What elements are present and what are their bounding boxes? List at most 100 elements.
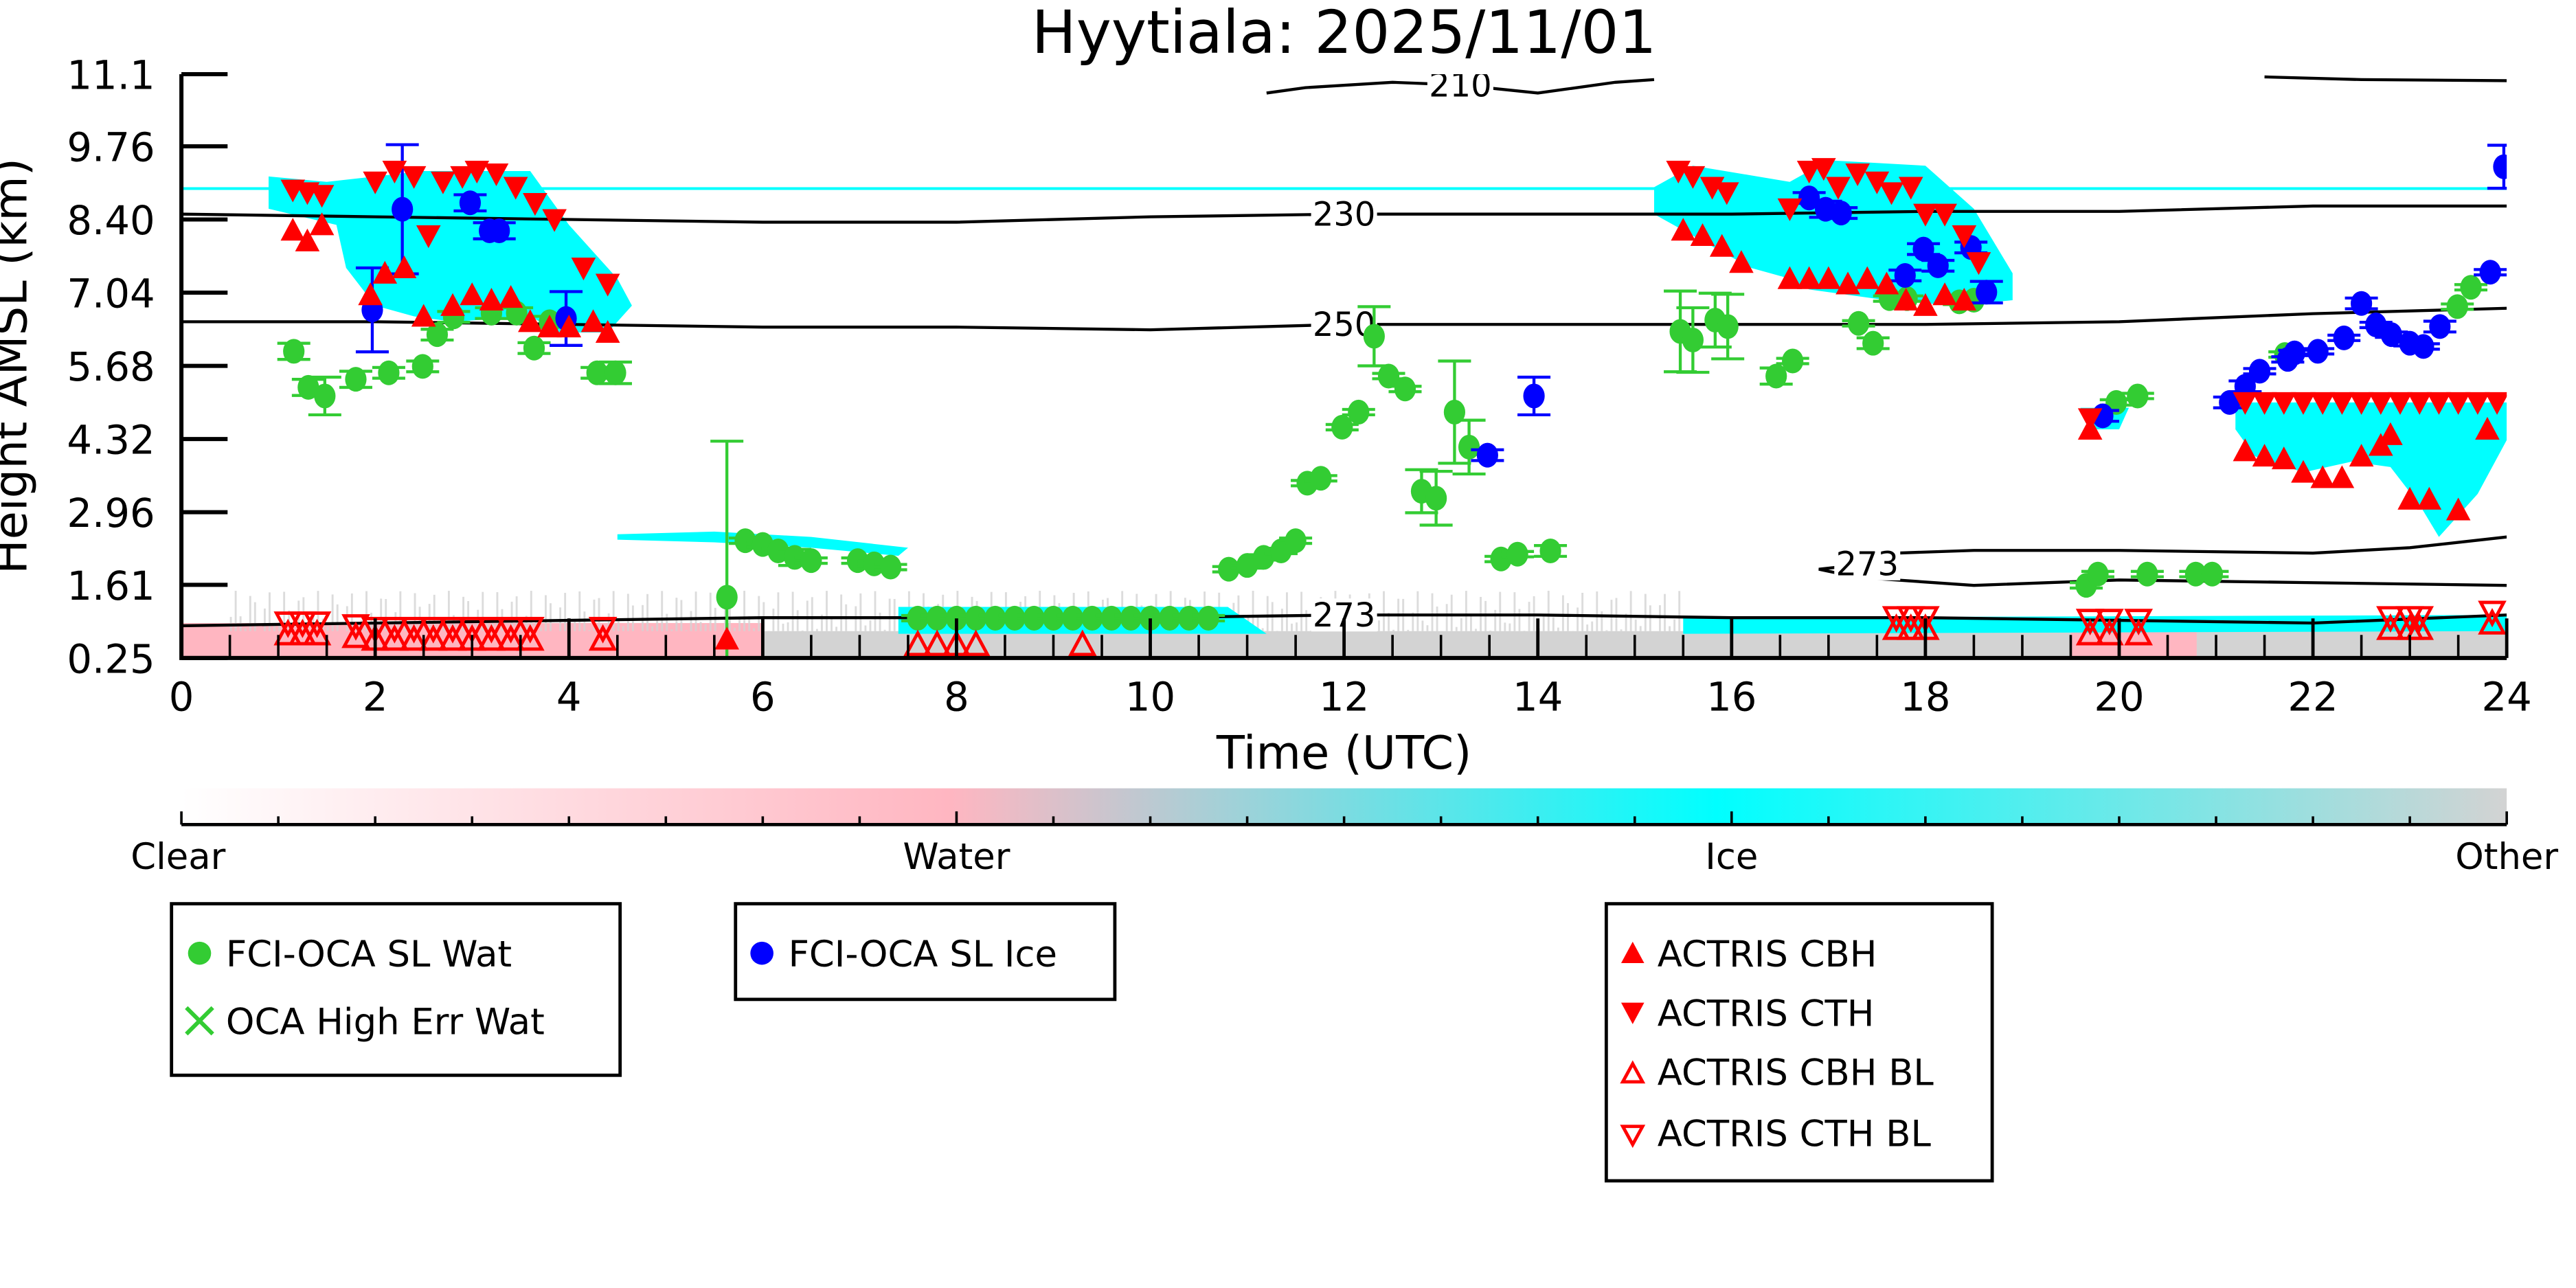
data-point-fci-oca-sl-wat <box>1159 605 1181 631</box>
data-point-fci-oca-sl-ice <box>1476 442 1498 468</box>
data-point-actris-cbh <box>518 309 543 332</box>
data-point-actris-cth-bl <box>516 617 545 644</box>
surface-band-other-streak <box>1620 629 1623 631</box>
surface-band-other-streak <box>835 626 838 631</box>
y-axis-label: Height AMSL (km) <box>0 158 37 574</box>
surface-band-other-streak <box>734 627 736 631</box>
chart-title: Hyytiala: 2025/11/01 <box>1032 0 1657 67</box>
legend-label: FCI-OCA SL Ice <box>789 934 1057 975</box>
surface-band-other-streak <box>758 596 760 631</box>
data-point-actris-cbh <box>1709 234 1735 257</box>
data-point-actris-cth-bl <box>2075 609 2105 635</box>
surface-band-other-streak <box>772 608 775 631</box>
surface-band-other-streak <box>1615 598 1618 631</box>
data-point-fci-oca-sl-ice <box>2380 322 2402 348</box>
x-tick-label: 18 <box>1900 675 1950 721</box>
legend-label: ACTRIS CTH <box>1658 993 1875 1035</box>
data-point-fci-oca-sl-ice <box>1976 280 1998 305</box>
data-point-actris-cth <box>1714 182 1739 205</box>
surface-band-other-streak <box>1581 592 1584 631</box>
surface-band-other-streak <box>646 594 648 631</box>
data-point-fci-oca-sl-wat <box>1394 376 1416 402</box>
data-point-actris-cth <box>1811 158 1836 181</box>
surface-band-other-streak <box>1412 612 1414 631</box>
data-point-actris-cbh <box>2445 497 2471 521</box>
surface-band-other-streak <box>796 610 799 631</box>
data-point-fci-oca-sl-wat <box>2446 294 2468 319</box>
data-point-actris-cbh-bl <box>1896 613 1925 640</box>
y-tick-label: 11.1 <box>67 53 155 99</box>
data-point-actris-cth <box>1796 161 1822 184</box>
contour-label-background <box>1427 74 1493 102</box>
data-point-actris-cth <box>464 161 490 184</box>
data-point-actris-cbh <box>1932 282 1957 306</box>
data-point-actris-cbh-bl <box>302 618 332 646</box>
data-point-actris-cbh <box>440 293 465 316</box>
surface-band-other-streak <box>1300 591 1303 631</box>
surface-band-other-streak <box>1678 591 1681 631</box>
data-point-fci-oca-sl-ice <box>2413 334 2434 359</box>
surface-band-other-streak <box>515 596 518 631</box>
surface-band-other-streak <box>1591 621 1594 631</box>
data-point-fci-oca-sl-wat <box>2201 561 2223 587</box>
surface-band-other-streak <box>467 601 470 631</box>
data-point-actris-cbh <box>2252 444 2277 467</box>
surface-band-other-streak <box>831 618 833 631</box>
data-point-fci-oca-sl-wat <box>586 360 608 385</box>
data-point-fci-oca-sl-ice <box>2350 291 2373 316</box>
data-point-actris-cbh <box>2310 465 2336 488</box>
data-point-actris-cbh <box>1952 287 1977 311</box>
data-point-fci-oca-sl-wat <box>426 322 449 348</box>
surface-band-other-streak <box>1431 593 1434 631</box>
surface-band-other-streak <box>1561 595 1564 631</box>
data-point-actris-cbh-bl <box>2405 613 2434 640</box>
surface-band-other-streak <box>709 592 712 631</box>
surface-band-other-streak <box>612 591 615 631</box>
surface-band-other-streak <box>1542 615 1545 631</box>
data-point-actris-cbh <box>2397 486 2422 510</box>
data-point-actris-cbh <box>411 304 436 327</box>
data-point-fci-oca-sl-wat <box>1197 605 1219 631</box>
data-point-fci-oca-sl-wat <box>1348 399 1370 425</box>
colorbar-label-clear: Clear <box>131 836 225 878</box>
surface-band-other-streak <box>680 600 683 631</box>
data-point-actris-cth-bl <box>341 614 370 641</box>
y-tick-label: 8.40 <box>67 198 155 244</box>
data-point-actris-cbh-bl <box>2124 618 2154 646</box>
data-point-fci-oca-sl-wat <box>411 354 433 379</box>
surface-band-other-streak <box>1450 594 1453 631</box>
data-point-fci-oca-sl-ice <box>2493 154 2507 179</box>
surface-band-other-streak <box>1625 613 1627 631</box>
y-tick-label: 0.25 <box>67 637 155 683</box>
surface-band-other-streak <box>859 593 862 631</box>
y-tick-label: 2.96 <box>67 490 155 536</box>
data-point-fci-oca-sl-wat <box>907 605 929 631</box>
surface-band-other-streak <box>1504 622 1506 631</box>
data-point-actris-cbh <box>1913 293 1938 316</box>
data-point-fci-oca-sl-ice <box>2283 340 2305 365</box>
surface-band-other-streak <box>510 601 513 631</box>
data-point-actris-cth <box>2445 392 2471 415</box>
data-point-actris-cbh-bl <box>380 624 409 651</box>
surface-band-other-streak <box>1266 596 1269 631</box>
data-point-actris-cth-bl <box>1911 606 1940 633</box>
surface-band-other-streak <box>626 594 629 631</box>
surface-band-other-streak <box>1629 591 1632 631</box>
surface-band-other-streak <box>269 592 271 631</box>
data-point-fci-oca-sl-wat <box>767 539 789 564</box>
data-point-actris-cbh <box>1835 271 1860 295</box>
x-tick-label: 16 <box>1706 675 1756 721</box>
data-point-actris-cth-bl <box>302 611 332 638</box>
data-point-actris-cbh <box>2417 486 2442 510</box>
data-point-actris-cth <box>1826 177 1851 200</box>
data-point-fci-oca-sl-wat <box>984 605 1006 631</box>
surface-band-other-streak <box>1586 624 1589 631</box>
data-point-actris-cbh-bl <box>961 629 991 657</box>
surface-band-other-streak <box>806 600 809 631</box>
surface-band-other-streak <box>1285 592 1288 631</box>
surface-band-other-streak <box>1664 594 1666 631</box>
data-point-fci-oca-sl-wat <box>345 367 367 392</box>
y-tick-label: 9.76 <box>67 125 155 171</box>
surface-band-other-streak <box>598 598 600 631</box>
